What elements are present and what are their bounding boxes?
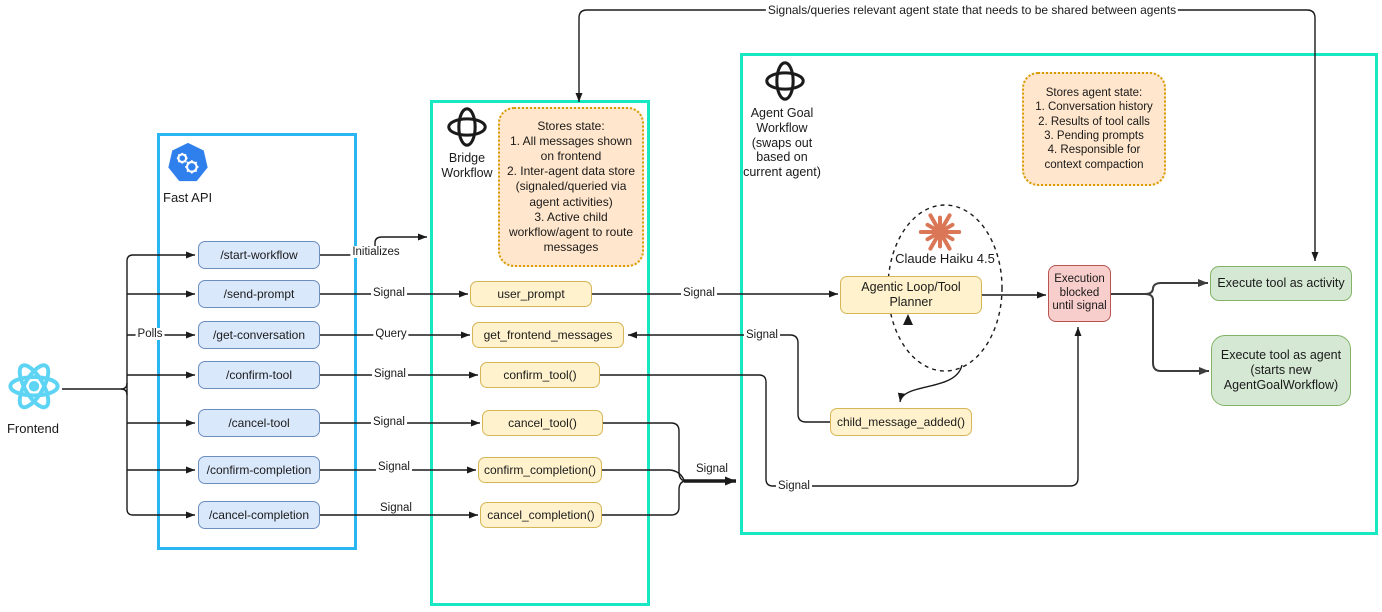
endpoint-cancel-tool[interactable]: /cancel-tool bbox=[198, 409, 320, 437]
execute-tool-activity-node[interactable]: Execute tool as activity bbox=[1210, 266, 1352, 301]
bridge-workflow-container[interactable] bbox=[430, 100, 650, 606]
label-initializes: Initializes bbox=[350, 246, 402, 258]
temporal-icon-bridge bbox=[444, 106, 490, 148]
bridge-title: Bridge Workflow bbox=[441, 151, 493, 180]
execute-tool-agent-node[interactable]: Execute tool as agent (starts new AgentG… bbox=[1211, 335, 1351, 406]
label-signal-cancel-completion: Signal bbox=[378, 502, 414, 514]
fastapi-container[interactable] bbox=[157, 133, 357, 550]
endpoint-confirm-tool[interactable]: /confirm-tool bbox=[198, 361, 320, 389]
handler-confirm-completion[interactable]: confirm_completion() bbox=[478, 457, 602, 483]
child-message-added-node[interactable]: child_message_added() bbox=[830, 408, 972, 436]
temporal-icon-agent bbox=[762, 60, 808, 102]
agentic-loop-planner-node[interactable]: Agentic Loop/Tool Planner bbox=[840, 276, 982, 314]
label-signal-cancel-tool: Signal bbox=[371, 416, 407, 428]
endpoint-send-prompt[interactable]: /send-prompt bbox=[198, 280, 320, 308]
label-signal-confirm-completion: Signal bbox=[376, 461, 412, 473]
label-query-get-conversation: Query bbox=[373, 328, 409, 340]
label-signal-user-prompt: Signal bbox=[681, 287, 717, 299]
fastapi-icon bbox=[165, 140, 211, 186]
agent-goal-title: Agent Goal Workflow (swaps out based on … bbox=[743, 106, 821, 179]
label-signal-send-prompt: Signal bbox=[371, 287, 407, 299]
agent-state-note[interactable]: Stores agent state: 1. Conversation hist… bbox=[1022, 72, 1166, 186]
label-top-connector: Signals/queries relevant agent state tha… bbox=[765, 3, 1179, 17]
handler-cancel-completion[interactable]: cancel_completion() bbox=[480, 502, 602, 528]
label-polls: Polls bbox=[135, 328, 165, 340]
label-signal-merged: Signal bbox=[694, 463, 730, 475]
handler-confirm-tool[interactable]: confirm_tool() bbox=[480, 362, 600, 388]
label-signal-confirm-tool: Signal bbox=[372, 368, 408, 380]
claude-icon bbox=[917, 209, 963, 255]
endpoint-confirm-completion[interactable]: /confirm-completion bbox=[198, 456, 320, 484]
endpoint-get-conversation[interactable]: /get-conversation bbox=[198, 321, 320, 349]
label-signal-unblock: Signal bbox=[776, 480, 812, 492]
handler-get-frontend-messages[interactable]: get_frontend_messages bbox=[472, 322, 624, 348]
bridge-state-note[interactable]: Stores state: 1. All messages shown on f… bbox=[498, 107, 644, 267]
execution-blocked-node[interactable]: Execution blocked until signal bbox=[1048, 265, 1111, 322]
frontend-label: Frontend bbox=[6, 421, 60, 436]
endpoint-start-workflow[interactable]: /start-workflow bbox=[198, 241, 320, 269]
endpoint-cancel-completion[interactable]: /cancel-completion bbox=[198, 501, 320, 529]
handler-cancel-tool[interactable]: cancel_tool() bbox=[482, 410, 603, 436]
react-icon bbox=[5, 360, 63, 416]
llm-loop-ellipse bbox=[887, 204, 1003, 372]
fastapi-title: Fast API bbox=[163, 190, 213, 205]
claude-model-label: Claude Haiku 4.5 bbox=[895, 251, 995, 266]
handler-user-prompt[interactable]: user_prompt bbox=[470, 281, 592, 307]
label-signal-child-message: Signal bbox=[744, 329, 780, 341]
